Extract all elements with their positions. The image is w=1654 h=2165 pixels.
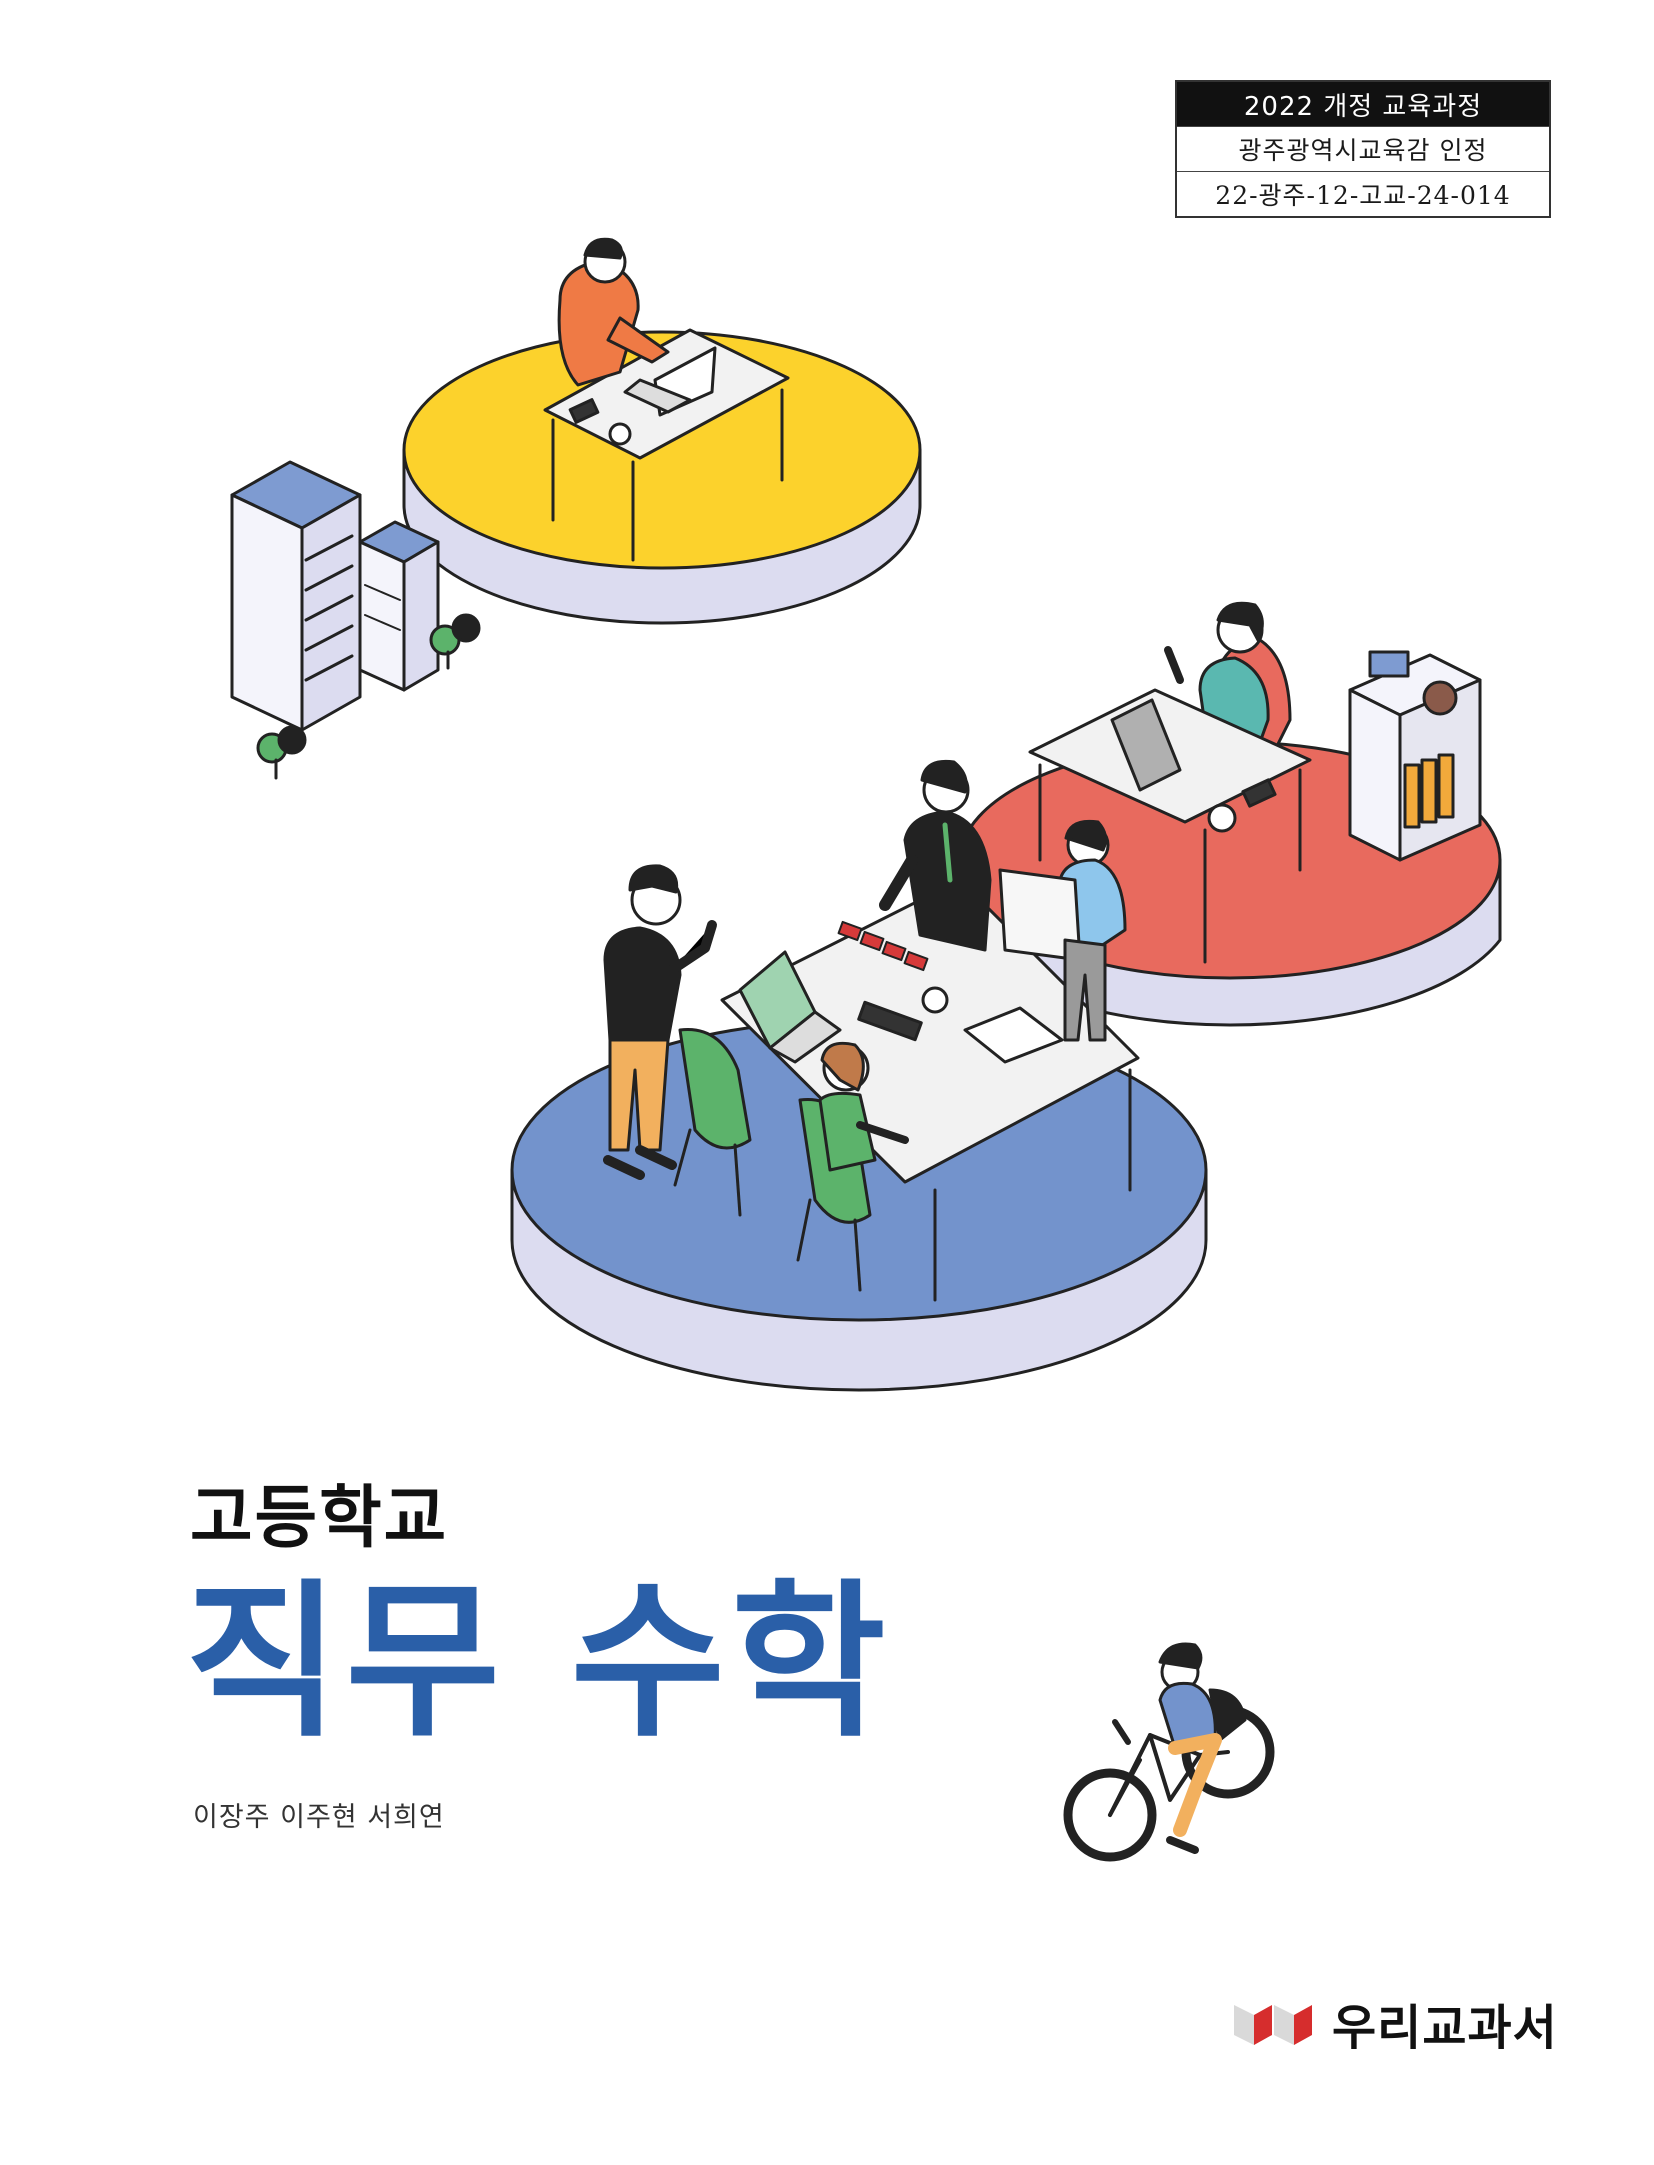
publisher: 우리교과서 — [1232, 1988, 1558, 2058]
standing-man — [603, 864, 717, 1180]
seated-woman — [818, 1041, 909, 1172]
authors: 이장주 이주현 서희연 — [193, 1802, 445, 1833]
boy-with-paper — [998, 819, 1127, 1042]
suit-man — [879, 759, 992, 952]
server-icon — [230, 460, 440, 732]
certification-box: 2022 개정 교육과정 광주광역시교육감 인정 22-광주-12-고교-24-… — [1175, 80, 1551, 218]
subject-title: 직무 수학 — [185, 1564, 892, 1760]
cyclist-illustration — [1063, 1642, 1275, 1862]
approval-number: 22-광주-12-고교-24-014 — [1177, 171, 1549, 216]
publisher-logo-icon — [1234, 2005, 1312, 2045]
school-level-title: 고등학교 — [190, 1479, 449, 1558]
yellow-platform — [402, 330, 922, 625]
tree-icon — [256, 613, 481, 780]
approval-label: 광주광역시교육감 인정 — [1177, 126, 1549, 171]
desk-worker-1 — [543, 237, 790, 562]
shelf-icon — [1348, 650, 1482, 862]
publisher-name: 우리교과서 — [1332, 2000, 1558, 2056]
desk-worker-2 — [1028, 601, 1312, 964]
curriculum-label: 2022 개정 교육과정 — [1177, 82, 1549, 126]
meeting-table — [720, 878, 1140, 1302]
